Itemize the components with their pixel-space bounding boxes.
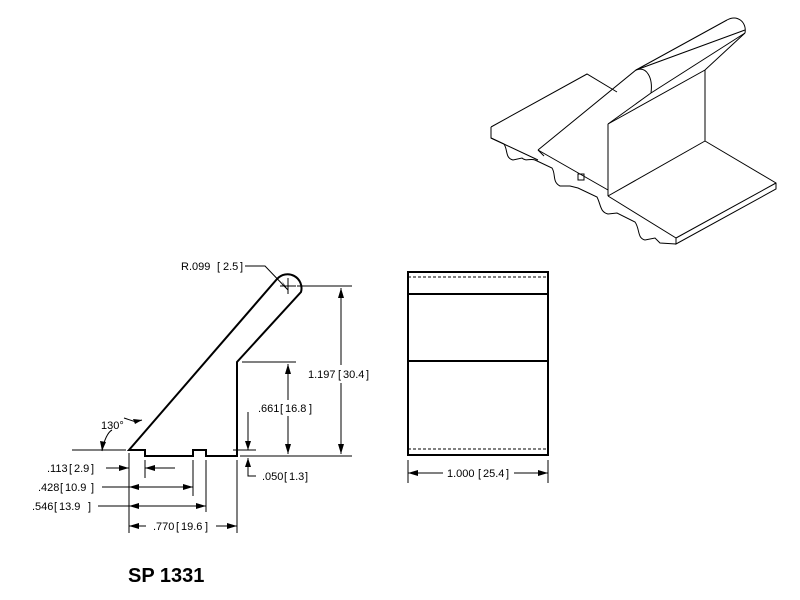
svg-text:25.4: 25.4	[483, 468, 504, 480]
tooth-start-label: .428	[38, 482, 59, 494]
svg-text:]: ]	[309, 403, 312, 415]
svg-text:1.3: 1.3	[289, 471, 304, 483]
angle-label: 130°	[101, 420, 124, 432]
svg-text:[: [	[69, 463, 72, 475]
svg-text:]: ]	[305, 471, 308, 483]
svg-text:2.9: 2.9	[74, 463, 89, 475]
svg-text:[: [	[54, 501, 57, 513]
base-thickness-label: .050	[262, 471, 283, 483]
svg-text:16.8: 16.8	[285, 403, 306, 415]
svg-text:]: ]	[240, 261, 243, 273]
svg-text:[: [	[60, 482, 63, 494]
width-label: 1.000	[447, 468, 475, 480]
svg-text:]: ]	[205, 521, 208, 533]
overall-height-label: 1.197	[308, 369, 336, 381]
svg-text:2.5: 2.5	[223, 261, 238, 273]
part-number-title: SP 1331	[128, 565, 204, 587]
svg-text:13.9: 13.9	[59, 501, 80, 513]
front-view: 1.000 [25.4]	[407, 271, 549, 483]
svg-text:]: ]	[88, 501, 91, 513]
svg-text:[: [	[217, 261, 220, 273]
svg-text:[: [	[284, 471, 287, 483]
svg-text:19.6: 19.6	[181, 521, 202, 533]
tooth-end-label: .546	[32, 501, 53, 513]
slot-offset-label: .113	[47, 463, 68, 475]
svg-text:10.9: 10.9	[65, 482, 86, 494]
svg-text:[: [	[176, 521, 179, 533]
svg-text:]: ]	[91, 463, 94, 475]
svg-text:]: ]	[91, 482, 94, 494]
wall-height-label: .661	[258, 403, 279, 415]
radius-label: R.099	[181, 261, 210, 273]
svg-text:[: [	[478, 468, 481, 480]
svg-text:]: ]	[506, 468, 509, 480]
svg-text:[: [	[280, 403, 283, 415]
side-profile-view: R.099 [2.5] 130° 1.197 [30.4] .661 [16.8…	[32, 261, 369, 533]
svg-text:30.4: 30.4	[343, 369, 364, 381]
base-length-label: .770	[153, 521, 174, 533]
svg-text:]: ]	[366, 369, 369, 381]
svg-text:[: [	[338, 369, 341, 381]
isometric-view	[490, 17, 777, 245]
